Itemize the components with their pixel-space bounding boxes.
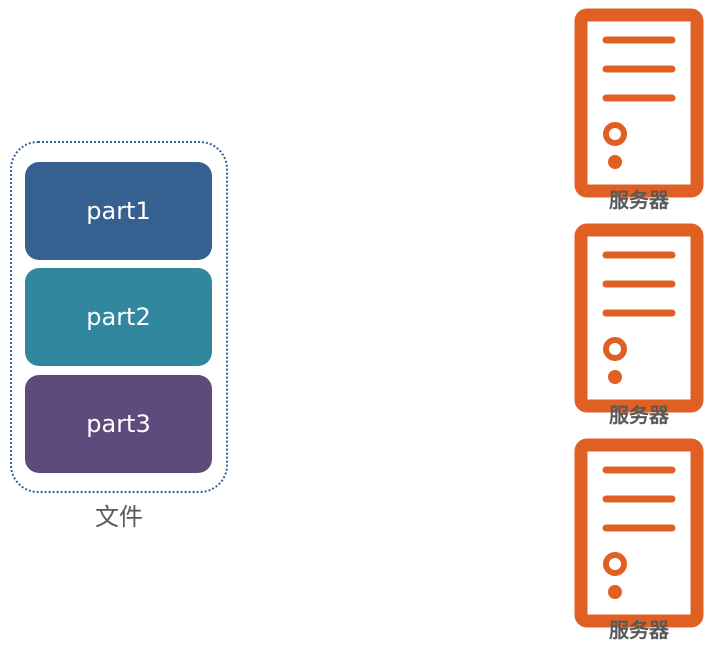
server-3: 服务器 [574,438,704,642]
file-part-3-label: part3 [86,410,151,438]
file-group-border [10,141,228,493]
file-part-2: part2 [25,268,212,366]
server-icon [574,438,704,628]
server-2: 服务器 [574,223,704,427]
file-label: 文件 [95,503,143,531]
server-1-label: 服务器 [609,188,669,212]
file-part-2-label: part2 [86,303,151,331]
file-part-3: part3 [25,375,212,473]
file-part-1: part1 [25,162,212,260]
server-3-label: 服务器 [609,618,669,642]
server-icon [574,8,704,198]
file-part-1-label: part1 [86,197,151,225]
server-icon [574,223,704,413]
server-1: 服务器 [574,8,704,212]
server-2-label: 服务器 [609,403,669,427]
